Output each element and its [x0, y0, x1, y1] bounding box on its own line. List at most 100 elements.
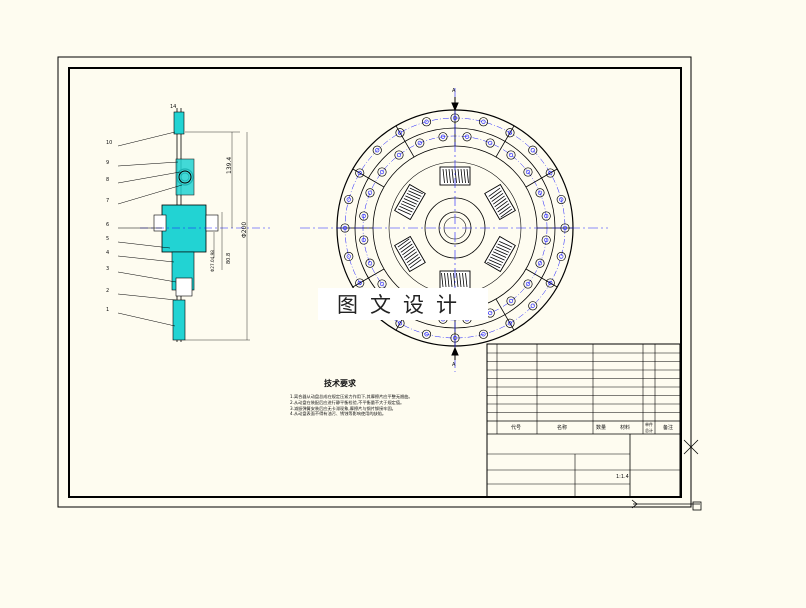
tb-header-material: 材料: [620, 425, 631, 431]
tb-header-qty: 数量: [596, 425, 607, 431]
tb-header-weight: 单件 总计: [645, 422, 653, 433]
tb-scale: 1:1.4: [616, 474, 629, 480]
rivet: [505, 128, 515, 138]
section-mark-top: A: [452, 88, 456, 94]
rivet-center: [375, 148, 380, 153]
dim-diameter: Φ200: [241, 221, 248, 238]
rivet-center: [530, 148, 535, 153]
rivet-center: [396, 152, 402, 158]
rivet-center: [379, 281, 385, 287]
rivet: [545, 168, 555, 178]
tech-note: 2.从动盘在装配后应进行静平衡检验,不平衡量不大于规定值。: [290, 399, 405, 405]
watermark-box: 图文设计: [318, 288, 488, 320]
rivet: [372, 145, 382, 155]
section-view: [117, 108, 270, 342]
rivet-center: [361, 213, 366, 219]
rivet-center: [481, 119, 486, 124]
segment-divider: [352, 168, 385, 188]
segment-divider: [495, 298, 515, 331]
rivet-center: [464, 134, 470, 139]
rivet: [359, 211, 369, 221]
rivet-center: [507, 130, 513, 135]
rivet: [355, 168, 365, 178]
rivet: [355, 278, 365, 288]
part-label: 10: [106, 140, 113, 146]
segment-divider: [525, 168, 558, 188]
rivet: [506, 296, 516, 306]
spring-window: [484, 183, 516, 221]
tech-note: 4.从动盘表面不得有油污、锈蚀等影响使用的缺陷。: [290, 411, 387, 417]
tech-requirements-notes: 1.离合器从动盘总成在规定压紧力作用下,其摩擦片应平整无翘曲。 2.从动盘在装配…: [290, 394, 413, 417]
part-label: 5: [106, 236, 110, 242]
spring-window: [484, 235, 516, 273]
rivet: [478, 117, 489, 127]
rivet-center: [481, 332, 486, 337]
rivet-center: [357, 170, 362, 176]
front-view: [300, 88, 608, 372]
rivet-center: [397, 130, 403, 135]
part-label: 1: [106, 307, 110, 313]
rivet: [485, 138, 495, 148]
rivet: [505, 318, 515, 328]
rivet-center: [488, 140, 493, 146]
rivet: [528, 301, 538, 311]
rivet: [556, 251, 566, 262]
rivet: [535, 188, 545, 198]
part-label: 9: [106, 160, 110, 166]
section-arrows: [451, 97, 459, 360]
rivet: [365, 258, 375, 268]
spring-window: [394, 183, 426, 221]
rivet-center: [548, 280, 553, 286]
rivet-center: [530, 303, 535, 308]
rivet: [438, 132, 448, 142]
title-block: [486, 343, 681, 498]
rivet: [535, 258, 545, 268]
segment-divider: [495, 125, 515, 158]
rivet-center: [346, 197, 351, 202]
part-label: 2: [106, 288, 110, 294]
rivet: [377, 167, 387, 177]
rivet-center: [507, 321, 513, 326]
rivet: [344, 194, 354, 205]
rivet: [421, 117, 432, 127]
part-label: 3: [106, 266, 110, 272]
rivet-center: [361, 237, 366, 243]
tech-note: 3.减振弹簧安装后应无卡滞现象,摩擦片与钢片铆接牢固。: [290, 405, 396, 411]
rivet-center: [424, 332, 429, 337]
rivet: [462, 132, 472, 142]
part-label: 8: [106, 177, 110, 183]
outer-frame: [57, 56, 692, 508]
rivet-center: [544, 213, 549, 219]
spring-windows: [394, 166, 516, 290]
rivet: [541, 211, 551, 221]
rivet-center: [488, 310, 493, 316]
part-label: 7: [106, 198, 110, 204]
dim-139: 139.4: [226, 156, 233, 174]
rivet-center: [525, 169, 531, 175]
dim-spline: Φ27.04.98: [210, 250, 215, 272]
inner-frame: [68, 67, 682, 498]
rivet: [359, 235, 369, 245]
rivet-center: [397, 321, 403, 326]
friction-plate-bottom: [172, 299, 186, 341]
dim-80: 80.8: [226, 252, 232, 264]
rivet-center: [559, 254, 564, 259]
tb-header-remark: 备注: [663, 425, 674, 431]
tech-note: 1.离合器从动盘总成在规定压紧力作用下,其摩擦片应平整无翘曲。: [290, 394, 413, 399]
tb-header-name: 名称: [557, 425, 568, 431]
rivet: [506, 150, 516, 160]
rivet: [556, 194, 566, 205]
rivet: [421, 329, 432, 339]
rivet-center: [537, 261, 543, 266]
part-label: 4: [106, 250, 110, 256]
tech-requirements-title: 技术要求: [324, 379, 356, 388]
rivet: [415, 138, 425, 148]
rivet: [523, 279, 533, 289]
segment-divider: [395, 125, 415, 158]
trim-mark-right: [631, 430, 702, 511]
rivet: [541, 235, 551, 245]
rivet: [478, 329, 489, 339]
friction-plate-top: [173, 111, 185, 135]
rivet: [395, 128, 405, 138]
